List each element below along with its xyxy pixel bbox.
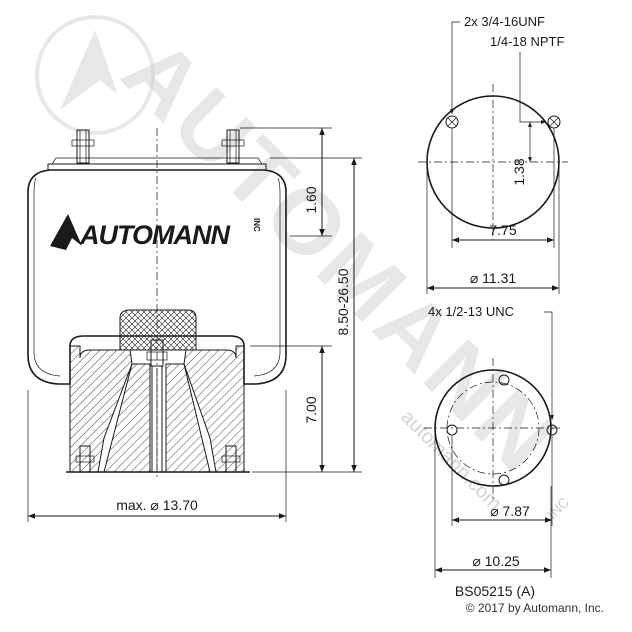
right-stud-icon <box>221 129 245 164</box>
base-hole-top-icon <box>498 374 510 386</box>
dim-bottom-label: 7.00 <box>303 396 319 423</box>
top-note-line1: 2x 3/4-16UNF <box>464 14 545 29</box>
dim-base-diameter-label: ⌀ 10.25 <box>472 553 520 569</box>
logo-suffix: INC <box>252 218 261 232</box>
automann-logo-icon: AUTOMANN INC <box>50 214 261 250</box>
top-note-line2: 1/4-18 NPTF <box>490 34 564 49</box>
bumper <box>119 309 197 351</box>
bottom-note-label: 4x 1/2-13 UNC <box>428 304 514 319</box>
bellows-body <box>27 169 287 385</box>
copyright: © 2017 by Automann, Inc. <box>466 601 604 615</box>
dim-spacing-label: 7.75 <box>489 222 516 238</box>
part-number: BS05215 (A) <box>455 583 535 599</box>
watermark-inc: INC <box>544 494 572 522</box>
logo-word: AUTOMANN <box>79 220 230 250</box>
piston <box>69 345 133 473</box>
bottom-view: 4x 1/2-13 UNC ⌀ 7.87 ⌀ 10.25 <box>424 304 562 578</box>
base-hole-bottom-icon <box>498 474 510 486</box>
top-hole-right-icon <box>547 115 561 129</box>
watermark-logo-icon <box>35 15 155 135</box>
dim-offset-label: 1.38 <box>511 158 527 185</box>
top-view: 2x 3/4-16UNF 1/4-18 NPTF 1.38 7.75 ⌀ 11.… <box>418 14 568 294</box>
base-hole-left-icon <box>446 424 458 436</box>
top-hole-left-icon <box>445 115 459 129</box>
dim-overall-label: 8.50-26.50 <box>335 268 351 335</box>
dim-width-label: max. ⌀ 13.70 <box>116 497 198 513</box>
side-view: AUTOMANN INC <box>27 127 362 522</box>
base-hole-right-icon <box>546 424 558 436</box>
dim-top-diameter-label: ⌀ 11.31 <box>470 270 517 286</box>
left-stud-icon <box>71 129 95 164</box>
dim-top-label: 1.60 <box>303 186 319 213</box>
dim-bolt-circle-label: ⌀ 7.87 <box>490 503 530 519</box>
